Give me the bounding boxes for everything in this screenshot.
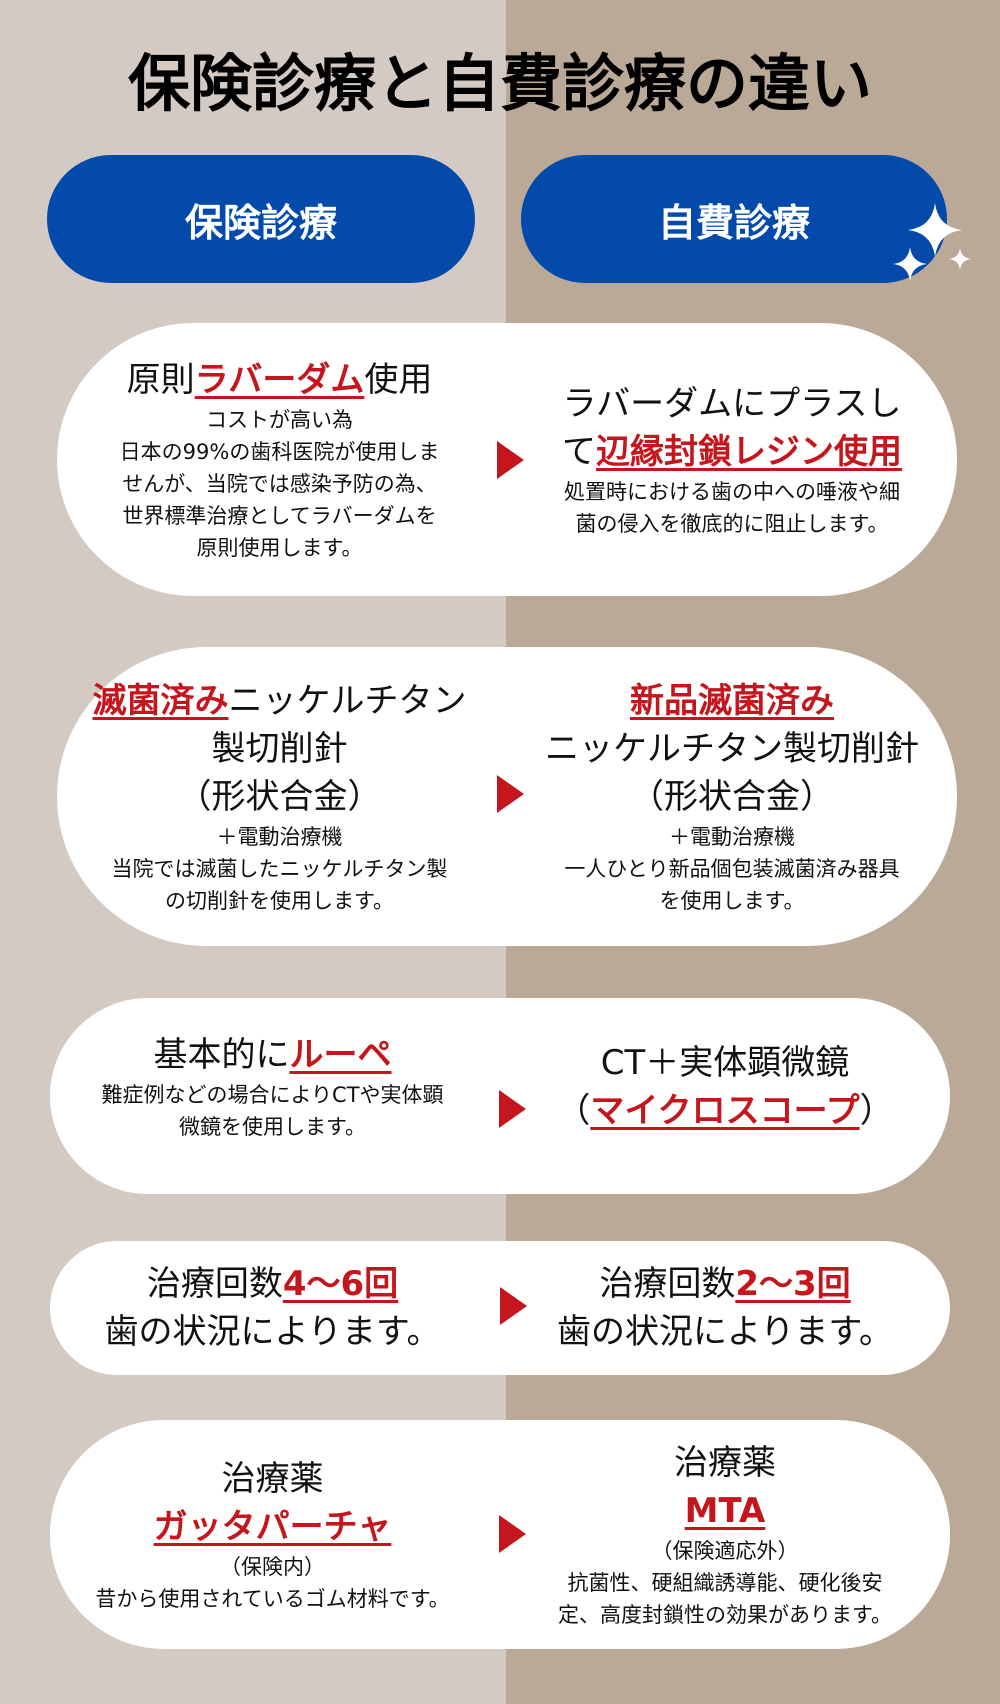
insurance-cell: 滅菌済みニッケルチタン 製切削針 （形状合金） ＋電動治療機 当院では滅菌したニ… [57,647,502,946]
cell-heading: 新品滅菌済み [630,677,834,725]
page-title: 保険診療と自費診療の違い [127,47,872,120]
cell-text: 抗菌性、硬組織誘導能、硬化後安 [567,1570,883,1595]
cell-text: 難症例などの場合によりCTや実体顕 [101,1083,444,1107]
self-pay-cell: 新品滅菌済み ニッケルチタン製切削針 （形状合金） ＋電動治療機 一人ひとり新品… [512,647,952,946]
insurance-cell: 原則ラバーダム使用 コストが高い為 日本の99%の歯科医院が使用しま せんが、当… [57,323,502,596]
cell-text: せんが、当院では感染予防の為、 [122,471,437,496]
cell-heading: 治療回数4〜6回 [146,1264,399,1304]
comparison-card-visits: 治療回数4〜6回 歯の状況によります。 治療回数2〜3回 歯の状況によります。 [50,1241,950,1375]
cell-heading: 原則ラバーダム使用 [126,359,433,400]
insurance-header-label: 保険診療 [184,200,337,245]
arrow-right-icon [497,775,524,813]
highlight-text: ガッタパーチャ [153,1506,392,1547]
insurance-header-pill: 保険診療 [47,155,475,283]
self-pay-cell: CT＋実体顕微鏡 （マイクロスコープ） [505,998,945,1194]
sparkle-icon [949,248,971,270]
cell-heading: 治療薬 [674,1442,776,1483]
arrow-right-icon [499,1515,526,1553]
self-pay-header-label: 自費診療 [657,200,810,245]
sparkle-icon [893,247,927,281]
insurance-cell: 治療回数4〜6回 歯の状況によります。 [50,1241,495,1375]
cell-text: を使用します。 [659,888,805,913]
highlight-text: 2〜3回 [735,1264,851,1304]
cell-heading: MTA [685,1487,766,1535]
cell-text: 原則使用します。 [196,535,363,560]
cell-text: 昔から使用されているゴム材料です。 [95,1586,450,1611]
highlight-text: MTA [684,1490,766,1531]
self-pay-cell: 治療薬 MTA （保険適応外） 抗菌性、硬組織誘導能、硬化後安 定、高度封鎖性の… [505,1420,945,1649]
highlight-text: 4〜6回 [282,1264,399,1304]
cell-text: 微鏡を使用します。 [179,1115,366,1139]
cell-text: 歯の状況によります。 [104,1312,441,1352]
cell-heading: CT＋実体顕微鏡 [600,1043,850,1083]
highlight-text: マイクロスコープ [590,1091,860,1131]
cell-text: 菌の侵入を徹底的に阻止します。 [575,511,889,536]
cell-text: 当院では滅菌したニッケルチタン製 [111,856,448,881]
cell-text: 歯の状況によります。 [557,1312,893,1352]
cell-heading: （形状合金） [630,776,834,817]
comparison-card-medication: 治療薬 ガッタパーチャ （保険内） 昔から使用されているゴム材料です。 治療薬 … [50,1420,950,1649]
cell-text: 世界標準治療としてラバーダムを [122,503,437,528]
comparison-card-rubber-dam: 原則ラバーダム使用 コストが高い為 日本の99%の歯科医院が使用しま せんが、当… [57,323,957,596]
highlight-text: ルーペ [289,1035,392,1075]
cell-text: 定、高度封鎖性の効果があります。 [558,1602,892,1627]
arrow-right-icon [500,1287,527,1325]
cell-heading: ガッタパーチャ [154,1503,392,1551]
cell-note: （保険内） [220,1554,325,1579]
cell-heading: 製切削針 [211,728,348,769]
cell-text: 処置時における歯の中への唾液や細 [564,479,900,504]
self-pay-header-pill: 自費診療 [521,155,947,283]
highlight-text: ラバーダム [194,359,365,400]
highlight-text: 辺縁封鎖レジン使用 [596,431,902,472]
cell-text: コストが高い為 [206,407,353,432]
self-pay-cell: 治療回数2〜3回 歯の状況によります。 [505,1241,945,1375]
cell-text: 日本の99%の歯科医院が使用しま [119,439,440,464]
cell-text: の切削針を使用します。 [165,888,394,913]
arrow-right-icon [499,1090,526,1128]
self-pay-cell: ラバーダムにプラスし て辺縁封鎖レジン使用 処置時における歯の中への唾液や細 菌… [512,323,952,596]
insurance-cell: 治療薬 ガッタパーチャ （保険内） 昔から使用されているゴム材料です。 [50,1420,495,1649]
cell-text: 一人ひとり新品個包装滅菌済み器具 [564,856,900,881]
arrow-right-icon [497,441,524,479]
cell-heading: 滅菌済みニッケルチタン [92,680,467,721]
comparison-card-magnification: 基本的にルーペ 難症例などの場合によりCTや実体顕 微鏡を使用します。 CT＋実… [50,998,950,1194]
cell-heading: 治療回数2〜3回 [599,1264,851,1304]
highlight-text: 滅菌済み [92,680,229,721]
cell-text: ＋電動治療機 [669,824,795,849]
cell-heading: 基本的にルーペ [153,1035,392,1075]
cell-note: （保険適応外） [651,1538,799,1563]
highlight-text: 新品滅菌済み [630,680,834,721]
cell-heading: ニッケルチタン製切削針 [545,728,919,769]
comparison-card-file: 滅菌済みニッケルチタン 製切削針 （形状合金） ＋電動治療機 当院では滅菌したニ… [57,647,957,946]
insurance-cell: 基本的にルーペ 難症例などの場合によりCTや実体顕 微鏡を使用します。 [50,998,495,1194]
cell-heading: （形状合金） [177,776,382,817]
cell-heading: （マイクロスコープ） [556,1091,894,1131]
sparkle-icon [908,203,962,257]
cell-text: ＋電動治療機 [216,824,343,849]
cell-heading: 治療薬 [221,1458,324,1499]
cell-heading: て辺縁封鎖レジン使用 [562,431,902,472]
cell-heading: ラバーダムにプラスし [562,383,902,424]
